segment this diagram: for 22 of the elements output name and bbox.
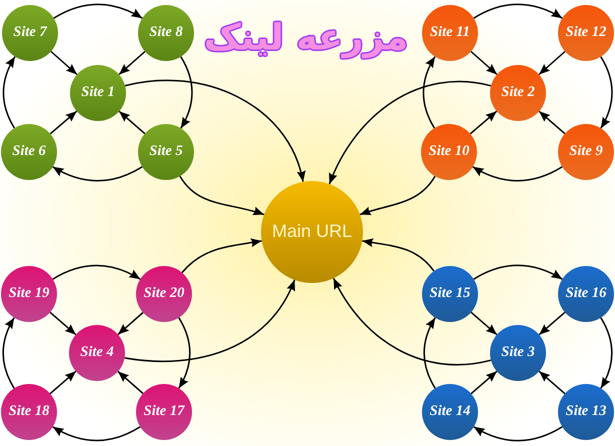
site-label: Site 11 (430, 25, 470, 41)
site-label: Site 12 (566, 25, 606, 41)
site-label: Site 3 (501, 345, 535, 361)
site-label: Site 4 (80, 345, 114, 361)
hub-label: Main URL (272, 222, 352, 242)
site-label: Site 10 (428, 144, 470, 160)
title: مزرعه لینک (204, 17, 408, 59)
site-label: Site 7 (13, 25, 47, 41)
site-label: Site 1 (81, 85, 115, 101)
site-label: Site 18 (8, 404, 50, 420)
site-label: Site 17 (144, 404, 184, 420)
site-label: Site 15 (430, 286, 470, 302)
site-label: Site 9 (569, 144, 603, 160)
site-label: Site 5 (149, 144, 183, 160)
site-label: Site 6 (12, 144, 46, 160)
site-label: Site 8 (149, 25, 183, 41)
site-label: Site 20 (144, 286, 184, 302)
site-label: Site 19 (8, 286, 50, 302)
site-label: Site 13 (566, 404, 606, 420)
site-label: Site 14 (430, 404, 470, 420)
site-label: Site 2 (501, 85, 535, 101)
site-label: Site 16 (566, 286, 606, 302)
